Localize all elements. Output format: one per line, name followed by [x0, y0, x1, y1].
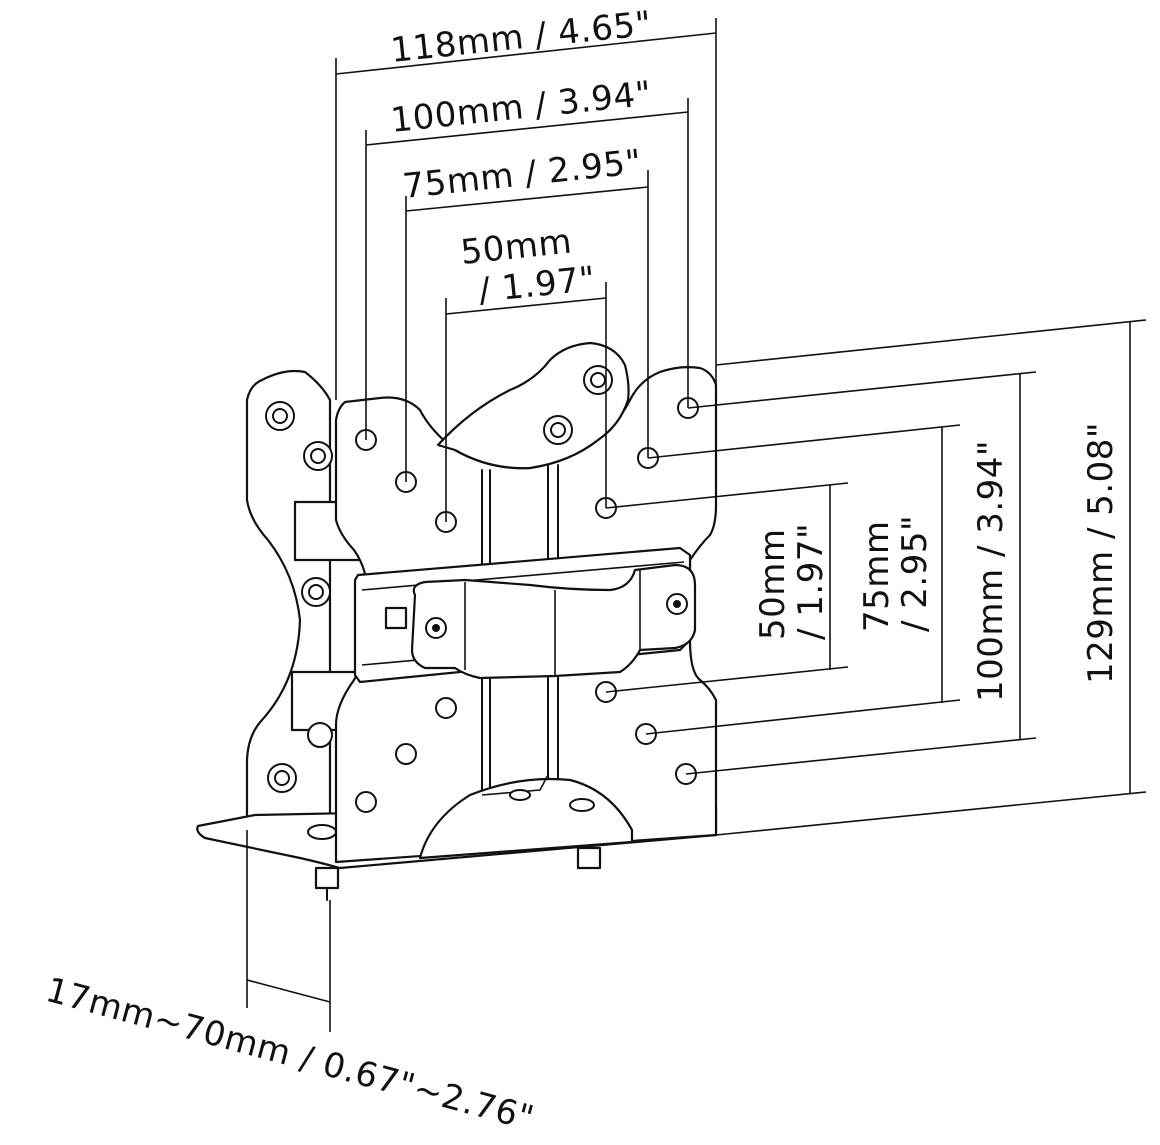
lower-arch-hole: [569, 798, 595, 812]
label-v50mm-line2: / 1.97": [791, 523, 831, 640]
ext-line: [647, 424, 961, 459]
base-hole: [307, 824, 337, 840]
lower-arch-detail: [481, 774, 549, 796]
back-hole: [307, 722, 333, 748]
ext-line: [715, 319, 1147, 366]
label-v75mm-line2: / 2.95": [895, 515, 935, 632]
label-v50mm-line1: 50mm: [753, 528, 793, 640]
label-100mm: 100mm / 3.94": [389, 74, 654, 141]
back-hole-inner: [310, 448, 326, 464]
vesa-hole-lower: [435, 697, 457, 719]
back-hole-inner: [272, 408, 288, 424]
clamp-knob-center: [673, 600, 681, 608]
top-arch: [436, 341, 630, 470]
ext-line: [605, 666, 849, 693]
dimension-lines: [246, 18, 1147, 1032]
label-75mm: 75mm / 2.95": [401, 142, 644, 207]
dim-line-clamp: [246, 979, 331, 1003]
ext-line: [687, 371, 1037, 409]
bottom-bolt: [314, 866, 340, 890]
back-hole-inner: [274, 770, 290, 786]
label-v75mm-line1: 75mm: [857, 520, 897, 632]
dim-line-75: [405, 186, 649, 212]
clamp-screw: [384, 606, 408, 630]
vesa-hole-lower: [355, 791, 377, 813]
arch-hole-inner: [590, 372, 606, 388]
clamp-knob-center: [432, 624, 440, 632]
label-v100mm: 100mm / 3.94": [971, 440, 1011, 702]
vesa-hole-lower: [395, 743, 417, 765]
label-118mm: 118mm / 4.65": [389, 4, 654, 71]
mount-bracket-drawing: [196, 341, 718, 901]
arch-hole-inner: [550, 422, 566, 438]
dim-line-50: [445, 297, 607, 315]
ext-line: [685, 737, 1037, 775]
ext-line: [715, 791, 1147, 836]
ext-line: [605, 482, 849, 509]
dim-line-118: [335, 32, 717, 75]
dim-line-100: [365, 111, 689, 146]
bottom-bolt: [576, 846, 602, 870]
ext-line: [645, 699, 961, 735]
label-v129mm: 129mm / 5.08": [1081, 422, 1121, 684]
label-clamp-range: 17mm~70mm / 0.67"~2.76": [42, 970, 538, 1139]
clamp-bracket: [410, 563, 697, 680]
back-hole-inner: [308, 584, 324, 600]
lower-arch-hole: [509, 789, 531, 801]
